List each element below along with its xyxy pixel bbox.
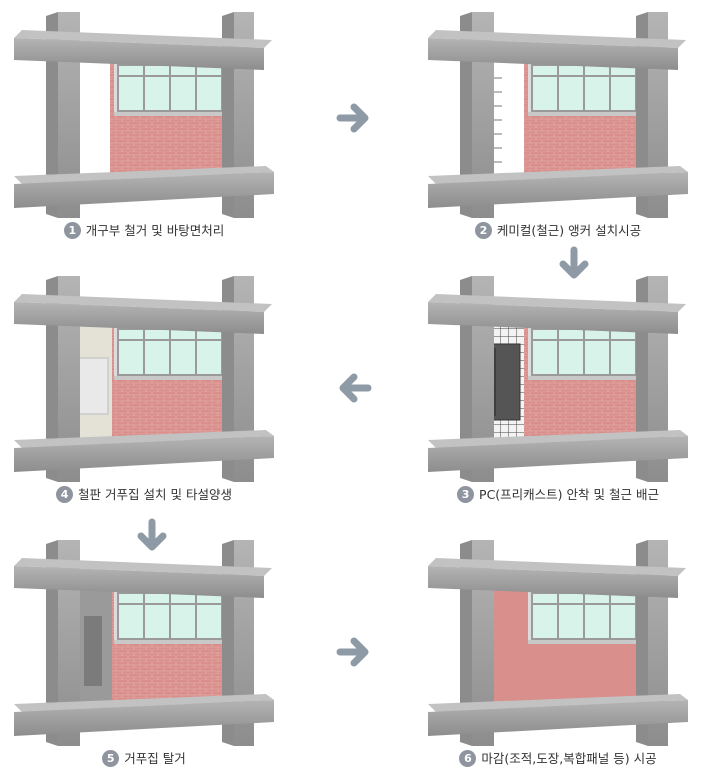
step-2-caption: 2 케미컬(철근) 앵커 설치시공 xyxy=(428,220,688,239)
step-6-illustration xyxy=(428,540,688,746)
step-number-badge: 1 xyxy=(63,222,81,239)
arrow-left-icon xyxy=(339,373,372,403)
step-number-badge: 2 xyxy=(474,222,492,239)
arrow-down-icon xyxy=(137,518,167,551)
arrow-right-icon xyxy=(336,103,369,133)
step-5-illustration xyxy=(14,540,274,746)
step-2: 2 케미컬(철근) 앵커 설치시공 xyxy=(428,8,688,248)
step-6: 6 마감(조적,도장,복합패널 등) 시공 xyxy=(428,536,688,776)
step-1-caption: 1 개구부 철거 및 바탕면처리 xyxy=(14,220,274,239)
step-number-badge: 4 xyxy=(56,486,74,503)
step-label: 마감(조적,도장,복합패널 등) 시공 xyxy=(481,751,657,766)
step-4-illustration xyxy=(14,276,274,482)
step-label: 개구부 철거 및 바탕면처리 xyxy=(85,223,225,238)
step-4: 4 철판 거푸집 설치 및 타설양생 xyxy=(14,272,274,512)
step-3-illustration xyxy=(428,276,688,482)
step-number-badge: 5 xyxy=(102,750,120,767)
step-label: PC(프리캐스트) 안착 및 철근 배근 xyxy=(479,487,659,502)
step-2-illustration xyxy=(428,12,688,218)
step-number-badge: 6 xyxy=(459,750,477,767)
arrow-down-icon xyxy=(559,246,589,279)
step-3: 3 PC(프리캐스트) 안착 및 철근 배근 xyxy=(428,272,688,512)
step-number-badge: 3 xyxy=(457,486,475,503)
step-5: 5 거푸집 탈거 xyxy=(14,536,274,776)
step-3-caption: 3 PC(프리캐스트) 안착 및 철근 배근 xyxy=(428,484,688,503)
arrow-right-icon xyxy=(336,637,369,667)
step-1-illustration xyxy=(14,12,274,218)
step-1: 1 개구부 철거 및 바탕면처리 xyxy=(14,8,274,248)
step-label: 케미컬(철근) 앵커 설치시공 xyxy=(496,223,642,238)
step-6-caption: 6 마감(조적,도장,복합패널 등) 시공 xyxy=(428,748,688,767)
step-5-caption: 5 거푸집 탈거 xyxy=(14,748,274,767)
step-label: 철판 거푸집 설치 및 타설양생 xyxy=(78,487,232,502)
step-4-caption: 4 철판 거푸집 설치 및 타설양생 xyxy=(14,484,274,503)
step-label: 거푸집 탈거 xyxy=(124,751,186,766)
